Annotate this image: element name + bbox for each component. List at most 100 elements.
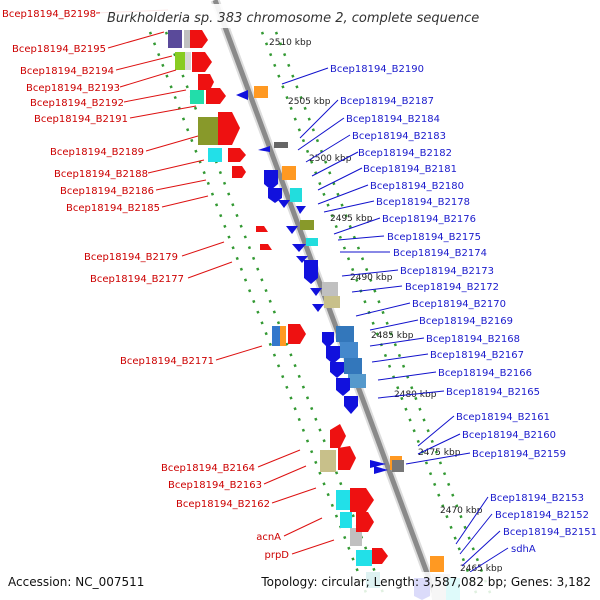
gene-feature[interactable] (190, 90, 204, 104)
gene-feature[interactable] (300, 220, 314, 230)
gene-label[interactable]: Bcep18194_B2166 (438, 368, 532, 379)
gene-label[interactable]: Bcep18194_B2162 (176, 499, 270, 510)
gene-label[interactable]: Bcep18194_B2161 (456, 412, 550, 423)
gene-feature[interactable] (350, 528, 362, 546)
gene-feature-arrow[interactable] (374, 466, 388, 474)
gene-feature-arrow[interactable] (228, 148, 246, 162)
gene-feature-arrow[interactable] (312, 304, 324, 312)
gene-label[interactable]: prpD (264, 550, 289, 561)
gene-feature[interactable] (280, 326, 286, 346)
gene-label[interactable]: Bcep18194_B2191 (34, 114, 128, 125)
gene-feature[interactable] (175, 52, 185, 70)
gene-feature-arrow[interactable] (260, 244, 272, 250)
gene-feature-arrow[interactable] (326, 346, 340, 364)
gene-label[interactable]: Bcep18194_B2160 (462, 430, 556, 441)
gene-feature[interactable] (208, 148, 222, 162)
gene-label[interactable]: Bcep18194_B2193 (26, 83, 120, 94)
gene-feature-arrow[interactable] (278, 200, 290, 208)
gene-label[interactable]: Bcep18194_B2169 (419, 316, 513, 327)
gene-label[interactable]: Bcep18194_B2152 (495, 510, 589, 521)
gene-label[interactable]: Bcep18194_B2177 (90, 274, 184, 285)
gene-feature-arrow[interactable] (198, 74, 214, 90)
gene-label[interactable]: Bcep18194_B2151 (503, 527, 597, 538)
gene-feature[interactable] (254, 86, 268, 98)
gene-feature-arrow[interactable] (350, 488, 374, 512)
gene-label[interactable]: Bcep18194_B2179 (84, 252, 178, 263)
gene-label[interactable]: Bcep18194_B2163 (168, 480, 262, 491)
gene-feature-arrow[interactable] (236, 90, 248, 100)
gene-feature[interactable] (344, 358, 362, 374)
gene-feature[interactable] (274, 142, 288, 148)
gene-label[interactable]: Bcep18194_B2195 (12, 44, 106, 55)
gene-feature-arrow[interactable] (258, 146, 270, 152)
gene-feature-arrow[interactable] (256, 226, 268, 232)
gene-feature-arrow[interactable] (286, 226, 298, 234)
gene-label[interactable]: Bcep18194_B2198 (2, 9, 96, 20)
gene-label[interactable]: Bcep18194_B2184 (346, 114, 440, 125)
gene-feature[interactable] (324, 296, 340, 308)
gene-feature-arrow[interactable] (330, 362, 344, 378)
gene-label[interactable]: Bcep18194_B2165 (446, 387, 540, 398)
gene-label[interactable]: Bcep18194_B2185 (66, 203, 160, 214)
gene-label[interactable]: Bcep18194_B2182 (358, 148, 452, 159)
gene-feature-arrow[interactable] (192, 52, 212, 72)
gene-label[interactable]: Bcep18194_B2189 (50, 147, 144, 158)
gene-label[interactable]: Bcep18194_B2175 (387, 232, 481, 243)
gene-feature[interactable] (340, 342, 358, 358)
gene-feature-arrow[interactable] (296, 256, 308, 263)
gene-feature-arrow[interactable] (218, 112, 240, 145)
gene-feature[interactable] (198, 117, 218, 145)
gene-label[interactable]: Bcep18194_B2168 (426, 334, 520, 345)
gene-feature[interactable] (322, 282, 338, 296)
gene-label[interactable]: Bcep18194_B2176 (382, 214, 476, 225)
gene-feature-arrow[interactable] (292, 244, 306, 252)
gene-feature-arrow[interactable] (268, 188, 282, 203)
gene-feature-arrow[interactable] (336, 378, 350, 396)
gene-feature[interactable] (356, 550, 372, 566)
gene-feature[interactable] (430, 556, 444, 572)
gene-feature-arrow[interactable] (304, 260, 318, 284)
gene-label[interactable]: Bcep18194_B2181 (363, 164, 457, 175)
gene-feature[interactable] (320, 450, 336, 472)
gene-feature-arrow[interactable] (344, 396, 358, 414)
gene-feature-arrow[interactable] (232, 166, 246, 178)
gene-label[interactable]: Bcep18194_B2186 (60, 186, 154, 197)
gene-feature-arrow[interactable] (372, 548, 388, 564)
gene-label[interactable]: Bcep18194_B2172 (405, 282, 499, 293)
gene-feature-arrow[interactable] (206, 88, 226, 104)
gene-feature-arrow[interactable] (264, 170, 278, 190)
gene-feature-arrow[interactable] (190, 30, 208, 48)
gene-label[interactable]: Bcep18194_B2159 (472, 449, 566, 460)
gene-feature[interactable] (282, 166, 296, 180)
gene-label[interactable]: Bcep18194_B2183 (352, 131, 446, 142)
gene-feature-arrow[interactable] (322, 332, 334, 348)
gene-label[interactable]: Bcep18194_B2164 (161, 463, 255, 474)
gene-label[interactable]: Bcep18194_B2174 (393, 248, 487, 259)
gene-label[interactable]: Bcep18194_B2194 (20, 66, 114, 77)
gene-feature[interactable] (272, 326, 280, 346)
gene-feature-arrow[interactable] (356, 512, 374, 532)
gene-label[interactable]: Bcep18194_B2180 (370, 181, 464, 192)
gene-feature[interactable] (336, 326, 354, 342)
gene-label[interactable]: Bcep18194_B2190 (330, 64, 424, 75)
gene-feature[interactable] (290, 188, 302, 202)
gene-feature[interactable] (340, 512, 352, 528)
gene-feature-arrow[interactable] (330, 424, 346, 448)
gene-feature-arrow[interactable] (310, 288, 322, 296)
gene-feature[interactable] (168, 30, 182, 48)
gene-feature[interactable] (306, 238, 318, 246)
gene-feature[interactable] (185, 52, 191, 70)
gene-feature-arrow[interactable] (288, 324, 306, 344)
gene-label[interactable]: Bcep18194_B2192 (30, 98, 124, 109)
gene-label[interactable]: Bcep18194_B2173 (400, 266, 494, 277)
gene-feature-arrow[interactable] (296, 206, 306, 214)
gene-feature-arrow[interactable] (338, 446, 356, 470)
gene-label[interactable]: sdhA (511, 544, 536, 555)
gene-label[interactable]: acnA (256, 532, 281, 543)
gene-feature[interactable] (348, 374, 366, 388)
gene-label[interactable]: Bcep18194_B2167 (430, 350, 524, 361)
gene-label[interactable]: Bcep18194_B2153 (490, 493, 584, 504)
gene-label[interactable]: Bcep18194_B2187 (340, 96, 434, 107)
gene-label[interactable]: Bcep18194_B2170 (412, 299, 506, 310)
gene-label[interactable]: Bcep18194_B2188 (54, 169, 148, 180)
